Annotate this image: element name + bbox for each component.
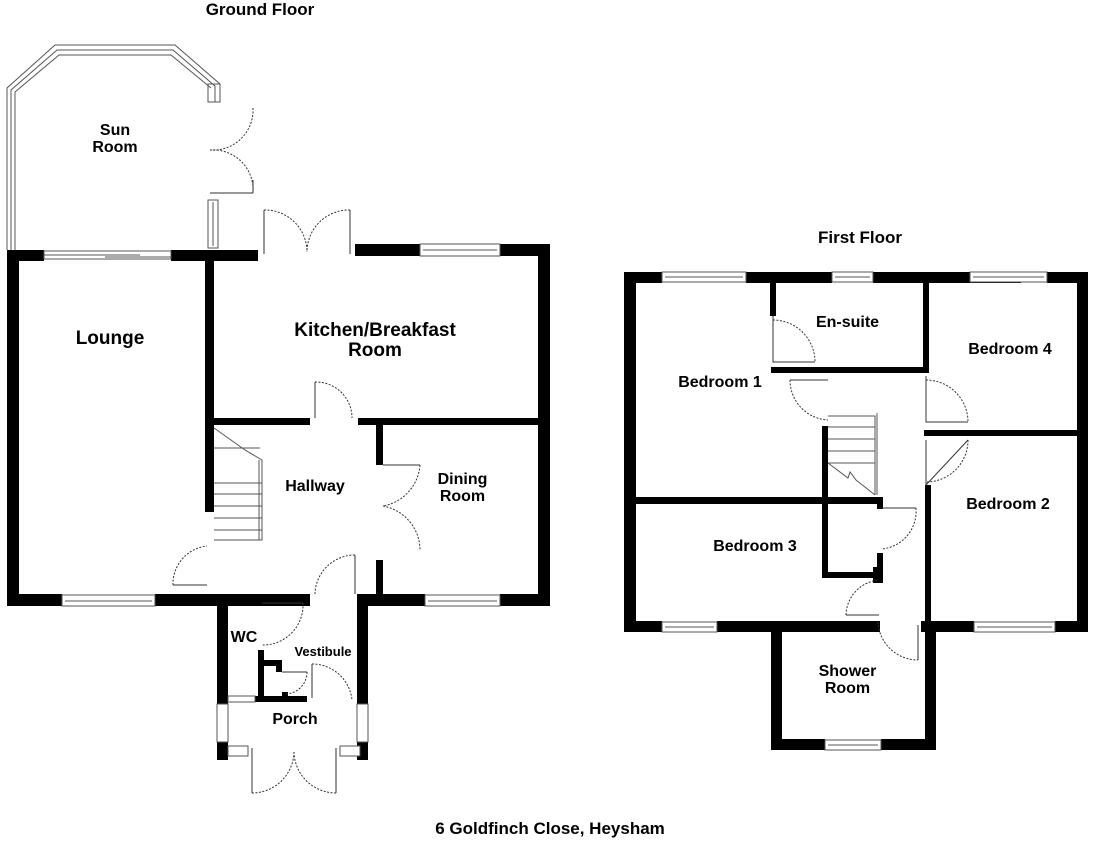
ground-floor-title: Ground Floor (205, 0, 315, 19)
first-floor-windows (661, 271, 1056, 751)
room-label-sun-room: Sun Room (92, 122, 138, 156)
first-floor-walls (624, 272, 1088, 750)
room-label-bedroom-4: Bedroom 4 (968, 341, 1052, 358)
first-floor-title: First Floor (817, 228, 903, 247)
room-label-wc: WC (230, 629, 258, 646)
sun-room-doors (209, 107, 254, 194)
room-label-bedroom-3: Bedroom 3 (713, 538, 797, 555)
room-label-lounge: Lounge (75, 328, 145, 349)
room-label-porch: Porch (272, 711, 318, 728)
ground-floor-stairs (213, 427, 263, 541)
ground-floor-walls (7, 244, 550, 760)
room-label-bedroom-2: Bedroom 2 (966, 496, 1050, 513)
room-label-dining-room: Dining Room (437, 471, 488, 505)
room-label-hallway: Hallway (285, 478, 345, 495)
room-label-kitchen: Kitchen/Breakfast Room (294, 320, 456, 361)
ground-floor-doors (172, 381, 421, 794)
kitchen-french-doors (263, 209, 351, 254)
ground-floor-plan (6, 44, 550, 794)
room-label-bedroom-1: Bedroom 1 (678, 374, 762, 391)
property-address: 6 Goldfinch Close, Heysham (435, 819, 665, 838)
first-floor-stairs (827, 413, 878, 496)
room-label-vestibule: Vestibule (294, 644, 352, 659)
ground-floor-windows (43, 243, 501, 757)
room-label-shower-room: Shower Room (818, 663, 877, 697)
room-label-en-suite: En-suite (815, 314, 880, 331)
first-floor-plan (624, 271, 1088, 751)
first-floor-doors (772, 316, 969, 661)
sun-room-frame (6, 44, 221, 250)
